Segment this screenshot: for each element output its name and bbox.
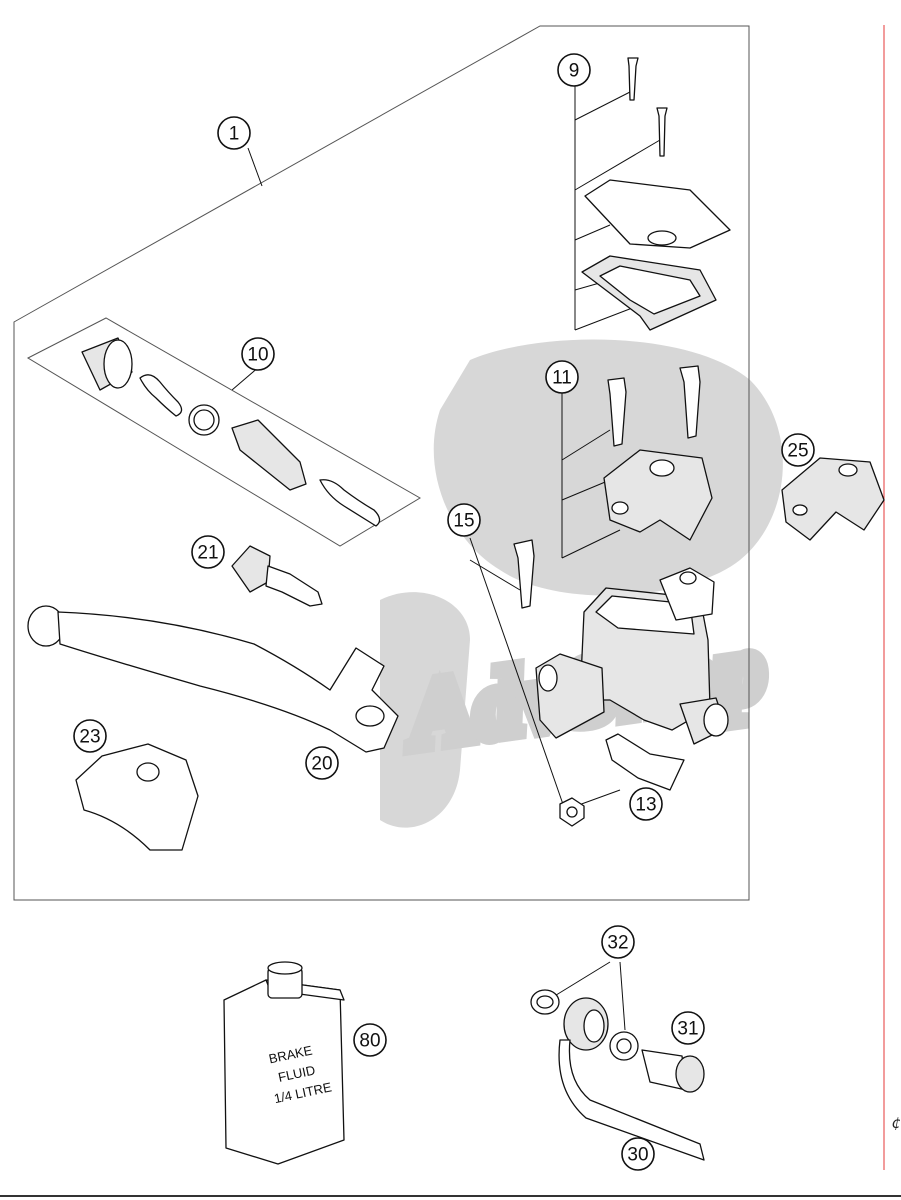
callout-15: 15: [447, 503, 481, 537]
callout-25: 25: [781, 433, 815, 467]
callout-10: 10: [241, 337, 275, 371]
callout-15-label: 15: [453, 511, 474, 532]
callout-21: 21: [191, 535, 225, 569]
adjuster-21: [231, 545, 323, 607]
callout-13-label: 13: [635, 795, 656, 816]
callout-80-label: 80: [359, 1031, 380, 1052]
callout-30: 30: [621, 1137, 655, 1171]
assembly-frame: [13, 25, 750, 901]
callout-23: 23: [73, 719, 107, 753]
callout-20-label: 20: [311, 754, 332, 775]
callout-20: 20: [305, 746, 339, 780]
watermark: AdvShop: [380, 339, 783, 828]
callout-30-label: 30: [627, 1145, 648, 1166]
clamp-group: [603, 365, 713, 541]
callout-9: 9: [557, 53, 591, 87]
callout-80: 80: [353, 1023, 387, 1057]
callout-9-label: 9: [569, 61, 580, 82]
lever-cover-23: [75, 743, 199, 851]
clamp-25: [781, 457, 885, 541]
callout-31-label: 31: [677, 1019, 698, 1040]
callout-10-label: 10: [247, 345, 268, 366]
callout-32: 32: [601, 925, 635, 959]
master-cylinder-body: [513, 539, 729, 827]
callout-21-label: 21: [197, 543, 218, 564]
edge-glyph: ¢: [891, 1114, 901, 1132]
callout-31: 31: [671, 1011, 705, 1045]
callout-32-label: 32: [607, 933, 628, 954]
leader-lines: [231, 86, 661, 1031]
callout-11-label: 11: [552, 368, 572, 389]
piston-kit-group: [26, 317, 421, 547]
callout-13: 13: [629, 787, 663, 821]
callout-23-label: 23: [79, 727, 100, 748]
reservoir-cover-group: [581, 57, 731, 331]
brake-fluid-can: [223, 961, 345, 1165]
brake-lever-20: [27, 605, 399, 753]
banjo-fitting-group: [530, 989, 705, 1161]
callout-1-label: 1: [229, 124, 240, 145]
callout-1: 1: [217, 116, 251, 150]
callout-11: 11: [545, 360, 579, 394]
callout-25-label: 25: [787, 441, 808, 462]
